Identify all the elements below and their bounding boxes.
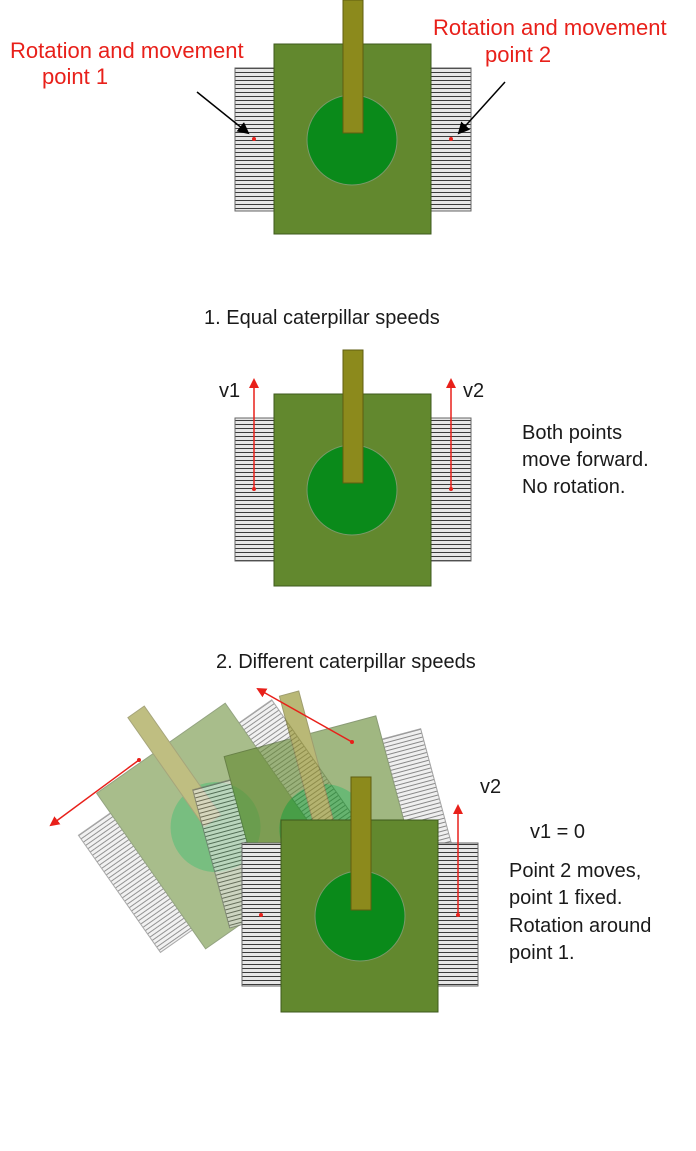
barrel: [342, 349, 364, 484]
rotation-point-2: [449, 137, 453, 141]
tank-equal-speeds: [234, 349, 472, 587]
barrel: [350, 776, 372, 911]
ghost-point2-arrow-top: [256, 688, 353, 743]
v1-zero-label: v1 = 0: [530, 821, 585, 843]
rotation-point-1: [259, 913, 263, 917]
barrel: [342, 0, 364, 134]
v2-label: v2: [463, 380, 484, 402]
v2-label-section2: v2: [480, 776, 501, 798]
tank-different-speeds: [241, 776, 479, 1013]
ghost-point-dot: [350, 740, 354, 744]
point2-label: Rotation and movement point 2: [433, 15, 673, 67]
section2-title: 2. Different caterpillar speeds: [216, 651, 476, 673]
pointer-arrow-2: [457, 81, 506, 135]
v1-label: v1: [219, 380, 240, 402]
rotation-point-1: [252, 137, 256, 141]
note-different-speeds: Point 2 moves, point 1 fixed. Rotation a…: [509, 860, 657, 964]
pointer-arrow-1: [196, 91, 250, 135]
note-equal-speeds: Both points move forward. No rotation.: [522, 422, 654, 498]
ghost-point2-arrow-left: [49, 759, 140, 827]
ghost-point-dot: [137, 758, 141, 762]
point1-label: Rotation and movement point 1: [10, 38, 250, 89]
tank-top: [234, 0, 472, 235]
section1-title: 1. Equal caterpillar speeds: [204, 307, 440, 329]
